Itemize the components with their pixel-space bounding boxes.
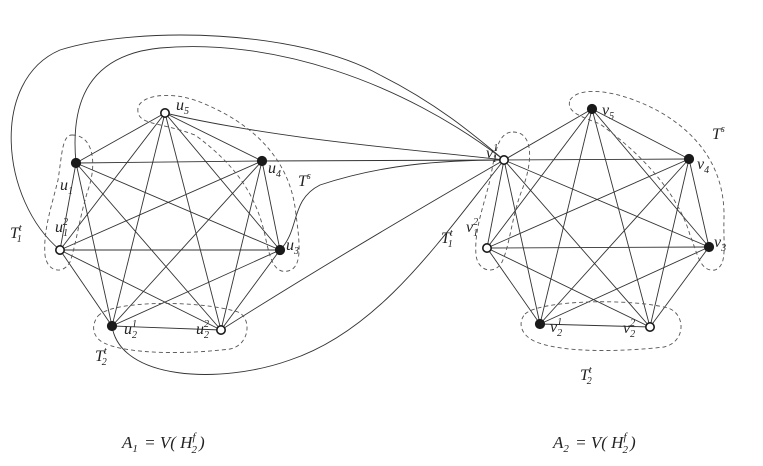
node-u12: [54, 245, 65, 256]
graph-edges: [59, 108, 710, 331]
node-label-u4: u4: [268, 160, 281, 180]
cross-edge: [74, 46, 505, 164]
graph-nodes: [54, 103, 715, 335]
group-outline-t2t: [520, 301, 682, 351]
cross-edge: [111, 159, 505, 375]
graph-edge: [503, 108, 593, 161]
node-v22: [644, 321, 655, 332]
cross-edges: [10, 34, 505, 375]
group-label-right-ts: Ts: [712, 124, 725, 143]
node-label-v3: v3: [714, 234, 726, 254]
graph-edge: [75, 112, 166, 164]
cross-edge: [261, 159, 505, 162]
node-label-u5: u5: [176, 97, 189, 117]
cross-edge: [220, 159, 505, 331]
node-v4: [683, 153, 695, 165]
node-v3: [703, 241, 715, 253]
node-u3: [274, 244, 286, 256]
graph-edge: [164, 112, 222, 331]
graph-edge: [59, 162, 77, 251]
node-v12: [481, 243, 492, 254]
node-u21: [106, 320, 118, 332]
cross-edge: [10, 34, 505, 251]
graph-edge: [59, 249, 113, 327]
node-u11: [70, 157, 82, 169]
node-v21: [534, 318, 546, 330]
node-u4: [256, 155, 268, 167]
node-u22: [216, 324, 227, 335]
group-outline-t2t: [93, 302, 248, 353]
graph-edge: [164, 112, 263, 162]
graph-edge: [539, 158, 690, 325]
graph-edge: [59, 249, 222, 331]
graph-edge: [111, 112, 166, 327]
node-label-v4: v4: [697, 156, 709, 176]
graph-edge: [486, 159, 505, 249]
graph-edge: [220, 249, 281, 331]
graph-edge: [261, 160, 281, 251]
graph-edge: [503, 158, 690, 161]
graph-edge: [539, 246, 710, 325]
group-label-left-ts: Ts: [298, 171, 311, 190]
graph-edge: [75, 160, 263, 164]
graph-edge: [59, 160, 263, 251]
graph-edge: [111, 160, 263, 327]
node-u5: [160, 108, 171, 119]
graph-edge: [220, 160, 263, 331]
graph-edge: [75, 162, 222, 331]
node-label-v5: v5: [602, 102, 614, 122]
graph-edge: [649, 158, 690, 328]
node-v11: [498, 155, 509, 166]
graph-edge: [503, 159, 710, 248]
graph-edge: [486, 247, 651, 328]
graph-edge: [503, 159, 651, 328]
graph-edge: [591, 108, 710, 248]
graph-edge: [486, 158, 690, 249]
node-v5: [586, 103, 598, 115]
graph-edge: [688, 158, 710, 248]
graph-edge: [111, 249, 281, 327]
node-label-u3: u3: [286, 237, 299, 257]
graph-edge: [486, 108, 593, 249]
graph-edge: [111, 325, 222, 331]
graph-edge: [539, 323, 651, 328]
graph-edge: [591, 108, 651, 328]
graph-edge: [59, 112, 166, 251]
group-outline-ts: [568, 90, 725, 271]
graph-edge: [486, 246, 710, 249]
node-label-u11: u1: [60, 177, 73, 197]
cross-edge: [164, 112, 505, 161]
cross-edge: [279, 159, 505, 251]
group-outline-t1t: [475, 131, 530, 271]
graph-edge: [503, 159, 541, 325]
group-outline-ts: [137, 94, 300, 272]
graph-edge: [164, 112, 281, 251]
graph-edge: [75, 162, 281, 251]
graph-edge: [486, 247, 541, 325]
graph-edge: [75, 162, 113, 327]
group-outline-t1t: [44, 134, 94, 271]
graph-edge: [591, 108, 690, 160]
graph-edge: [539, 108, 593, 325]
dashed-groups: [44, 90, 725, 353]
